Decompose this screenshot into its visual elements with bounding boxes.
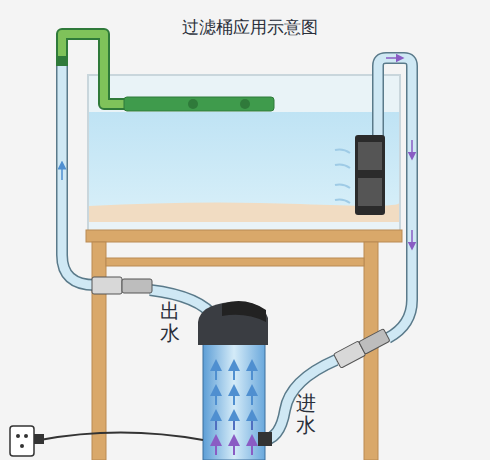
flow-label: 进水 xyxy=(296,392,316,436)
diagram-title: 过滤桶应用示意图 xyxy=(182,16,318,39)
flow-label: 出水 xyxy=(160,300,180,344)
